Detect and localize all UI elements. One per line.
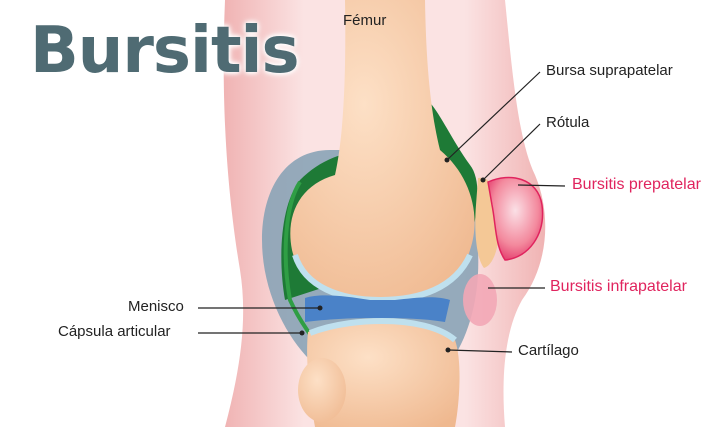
label-cartilago: Cartílago [518, 342, 579, 359]
dot-cartilago [446, 348, 451, 353]
dot-rotula [481, 178, 486, 183]
label-bursitis-infrapatelar: Bursitis infrapatelar [550, 278, 687, 296]
diagram-title: Bursitis [30, 14, 299, 88]
dot-menisco [318, 306, 323, 311]
label-femur: Fémur [343, 12, 386, 29]
label-bursa-suprapatelar: Bursa suprapatelar [546, 62, 673, 79]
label-bursitis-prepatelar: Bursitis prepatelar [572, 176, 701, 194]
label-capsula-articular: Cápsula articular [58, 323, 171, 340]
infrapatellar-bursa [463, 274, 497, 326]
label-menisco: Menisco [128, 298, 184, 315]
label-rotula: Rótula [546, 114, 589, 131]
dot-bursa-suprapatelar [445, 158, 450, 163]
dot-capsula [300, 331, 305, 336]
fibula-head [298, 358, 346, 422]
